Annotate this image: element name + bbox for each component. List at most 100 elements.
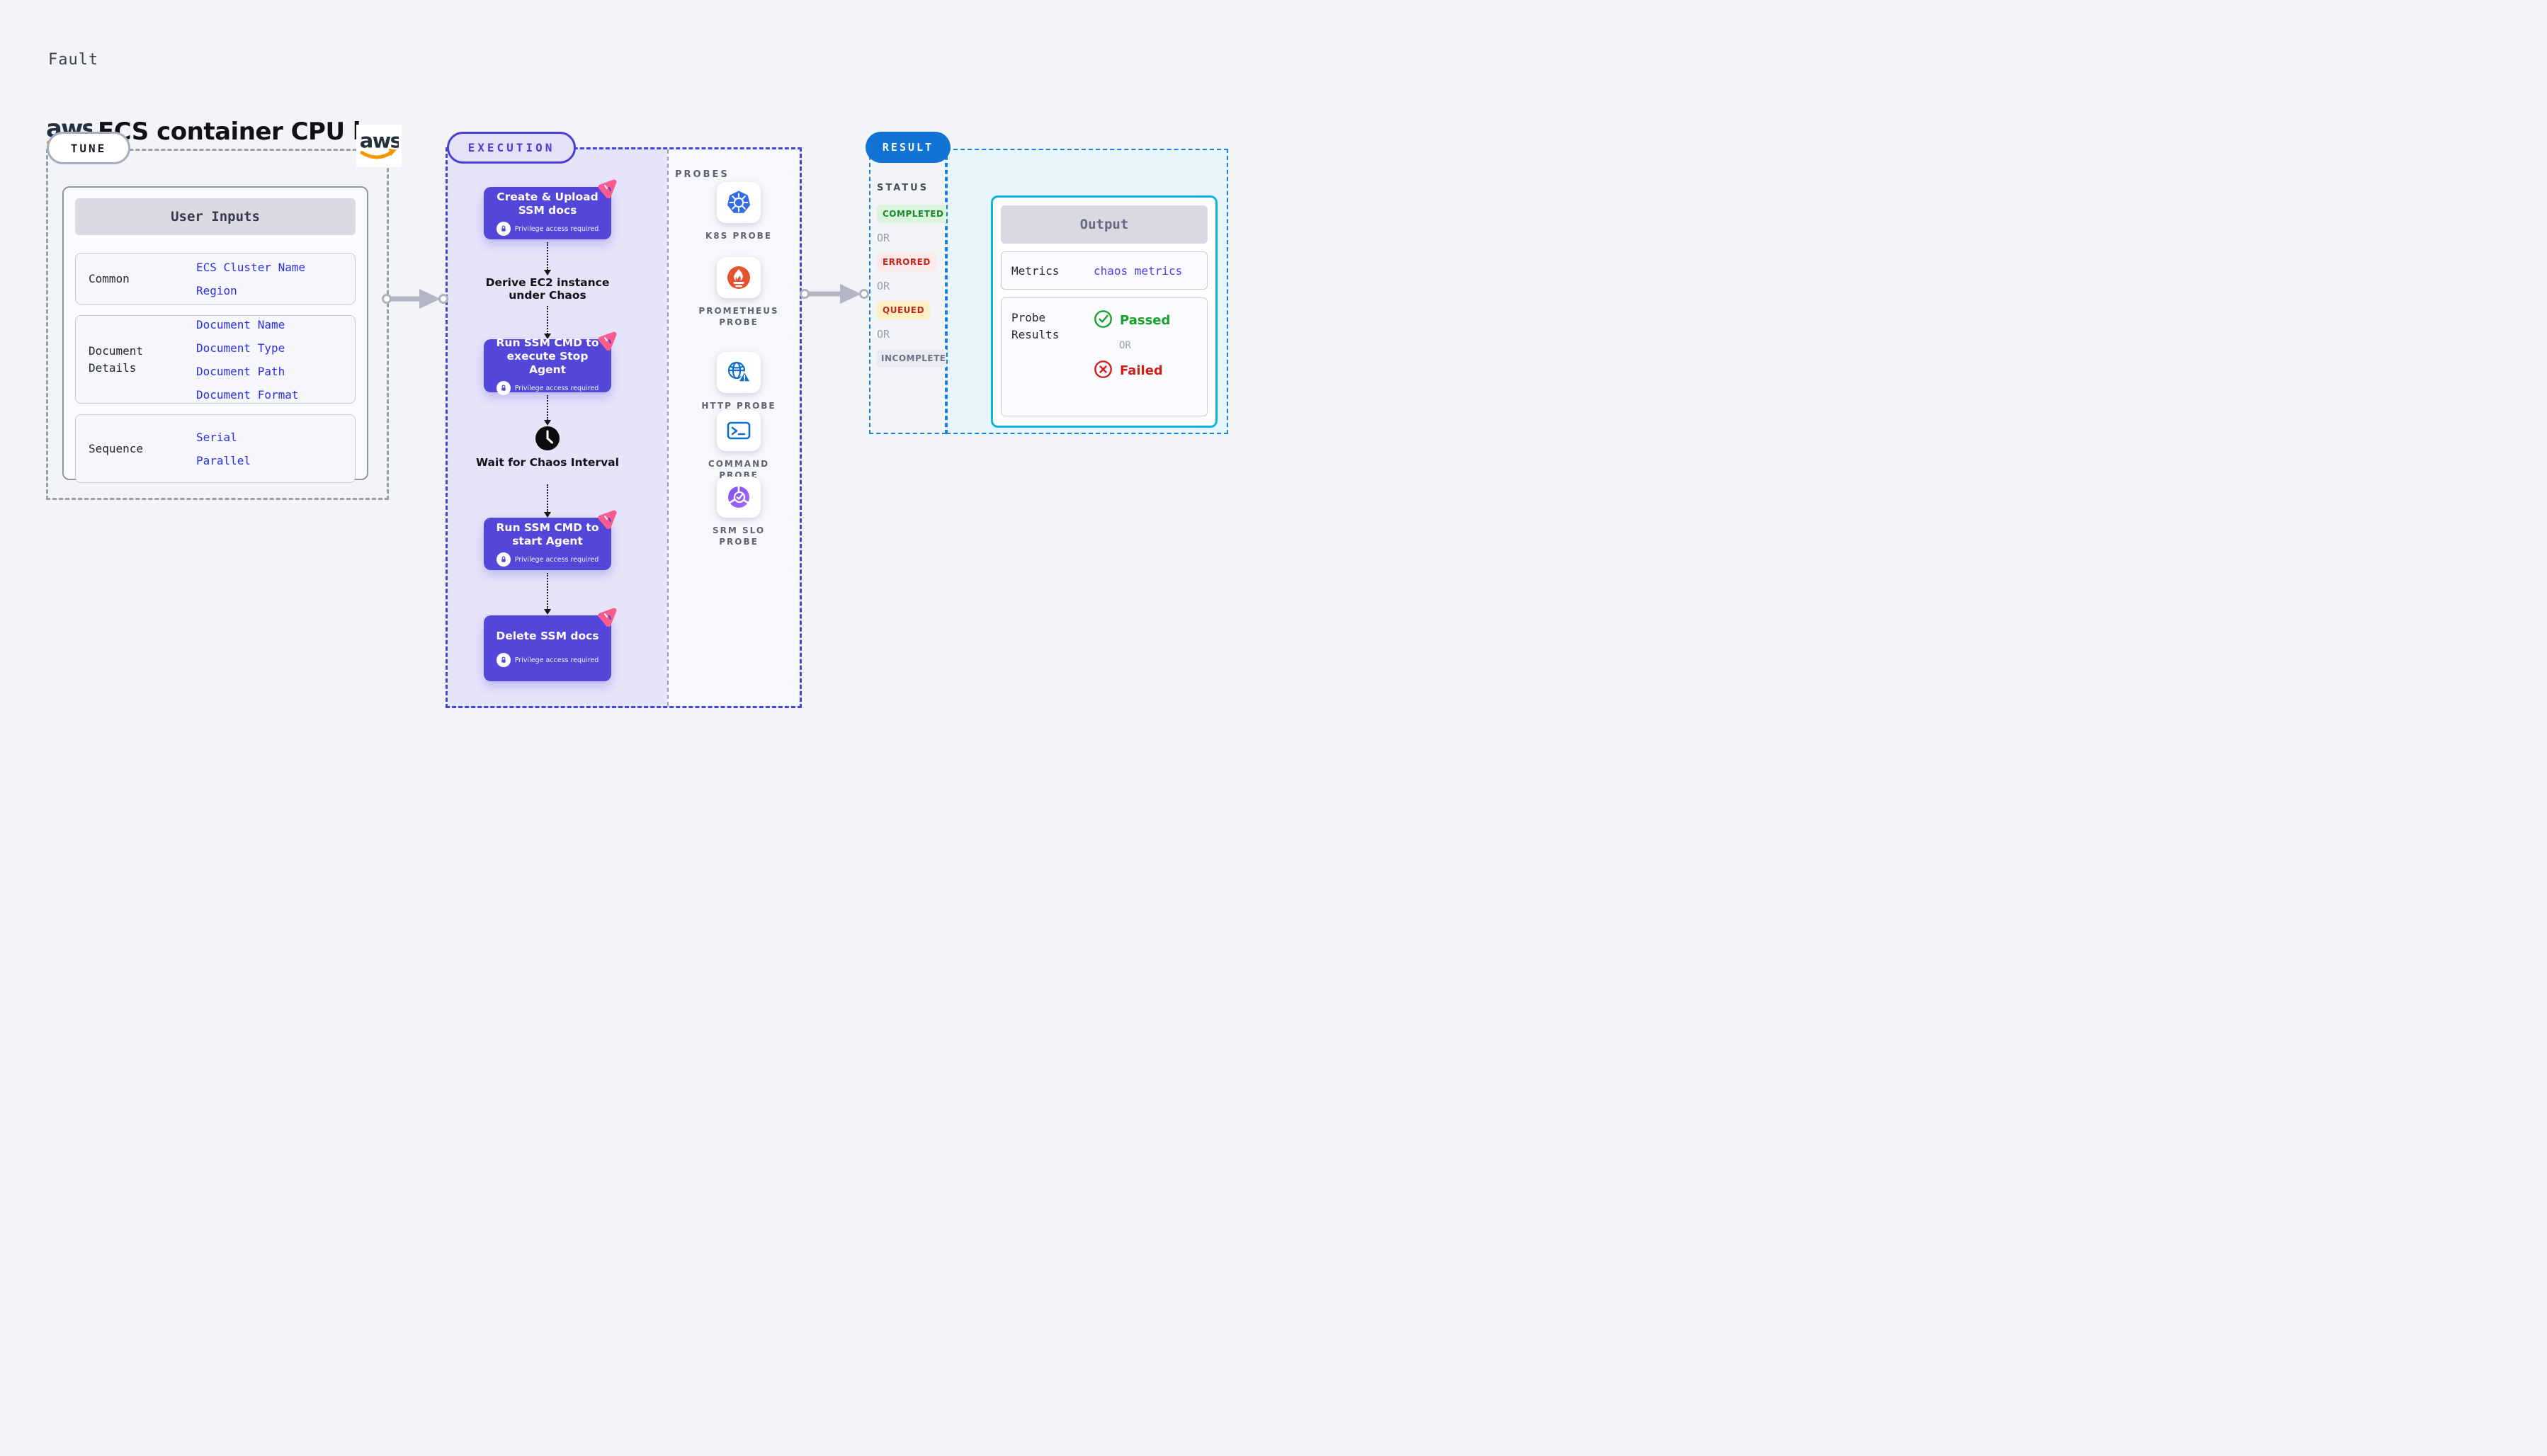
srm-slo-icon [717,477,761,518]
privilege-row: Privilege access required [496,381,599,395]
probe-label: SRM SLO PROBE [712,525,766,547]
output-card: Output Metrics chaos metrics Probe Resul… [991,195,1218,428]
probe-label: HTTP PROBE [701,401,776,411]
privilege-note: Privilege access required [514,656,599,664]
step-delete-ssm-docs: Delete SSM docs Privilege access require… [484,608,617,681]
result-badge: RESULT [866,132,951,163]
input-value: Region [196,283,237,297]
failed-label: Failed [1120,363,1163,378]
metrics-label: Metrics [1011,263,1060,278]
lock-icon [496,552,511,567]
or-separator: OR [1119,340,1131,351]
input-group-label: Common [89,271,130,285]
chaos-icon [598,608,617,627]
result-output-panel: Output Metrics chaos metrics Probe Resul… [946,149,1228,434]
execution-to-result-arrow [800,284,869,304]
probe-srm-slo: SRM SLO PROBE [696,477,781,547]
privilege-row: Privilege access required [496,653,599,667]
passed-label: Passed [1120,313,1171,328]
status-badge-completed: COMPLETED [877,205,950,223]
status-heading: STATUS [877,183,929,193]
status-badge-queued: QUEUED [877,301,931,319]
chaos-icon [598,331,617,351]
step-derive-ec2: Derive EC2 instance under Chaos [485,276,610,302]
metrics-value: chaos metrics [1094,263,1183,278]
step-title: Run SSM CMD to execute Stop Agent [496,336,599,376]
status-badge-errored: ERRORED [877,253,936,271]
http-globe-warning-icon [717,352,761,393]
prometheus-icon [717,257,761,298]
or-separator: OR [877,328,890,341]
probe-results-row: Probe Results Passed OR [1001,297,1208,416]
aws-logo: aws [356,125,402,167]
passed-line: Passed [1094,309,1170,331]
tune-to-execution-arrow [382,289,448,309]
x-circle-icon [1094,360,1113,382]
probe-command: COMMAND PROBE [696,410,781,481]
page-kicker: Fault [48,51,99,69]
input-value: Document Type [196,341,285,355]
fault-diagram: Fault aws ECS container CPU hog TUNE aws… [0,0,1274,728]
result-status-panel: STATUS COMPLETED OR ERRORED OR QUEUED OR… [869,149,958,434]
flow-arrow [543,242,551,275]
input-group-sequence: Sequence Serial Parallel [75,414,356,483]
step-run-ssm-start-agent: Run SSM CMD to start Agent Privilege acc… [484,510,617,570]
input-group-values: Document Name Document Type Document Pat… [196,313,355,406]
execution-badge: EXECUTION [447,132,576,164]
status-badge-incompleted: INCOMPLETED [877,349,958,368]
flow-arrow [543,573,551,615]
chaos-icon [598,510,617,530]
input-group-label: Document Details [89,343,144,375]
step-run-ssm-stop-agent: Run SSM CMD to execute Stop Agent Privil… [484,331,617,395]
page-title: ECS container CPU hog [98,118,403,146]
input-group-values: ECS Cluster Name Region [196,256,355,302]
tune-badge: TUNE [47,132,130,164]
svg-text:aws: aws [360,128,399,152]
flow-arrow [543,484,551,518]
execution-section: PROBES Create & Upload SSM docs Privi [446,147,802,708]
input-group-label: Sequence [89,441,144,455]
output-title: Output [1001,205,1208,244]
probe-results-label: Probe Results [1011,311,1060,341]
user-inputs-table: User Inputs Common ECS Cluster Name Regi… [62,186,368,483]
step-title: Delete SSM docs [496,630,599,642]
input-value: Document Name [196,317,285,331]
step-title: Create & Upload SSM docs [497,190,599,217]
kubernetes-icon [717,182,761,223]
metrics-row: Metrics chaos metrics [1001,251,1208,290]
input-group-values: Serial Parallel [196,426,355,472]
chaos-icon [598,179,617,199]
input-value: Serial [196,430,237,444]
privilege-row: Privilege access required [496,552,599,567]
or-separator: OR [877,232,890,244]
check-circle-icon [1094,309,1113,331]
probes-heading: PROBES [675,169,730,180]
probe-k8s: K8S PROBE [696,182,781,241]
input-value: ECS Cluster Name [196,260,306,274]
privilege-note: Privilege access required [514,555,599,564]
input-group-document-details: Document Details Document Name Document … [75,315,356,404]
input-value: Document Format [196,387,299,402]
probes-divider [667,149,669,706]
input-value: Document Path [196,364,285,378]
lock-icon [496,653,511,667]
probe-prometheus: PROMETHEUS PROBE [696,257,781,328]
probe-label: PROMETHEUS PROBE [698,306,779,327]
privilege-note: Privilege access required [514,384,599,392]
probe-http: HTTP PROBE [696,352,781,411]
privilege-note: Privilege access required [514,224,599,233]
user-inputs-title: User Inputs [75,198,356,235]
privilege-row: Privilege access required [496,222,599,236]
flow-arrow [543,306,551,339]
terminal-icon [717,410,761,451]
step-create-upload-ssm-docs: Create & Upload SSM docs Privilege acces… [484,179,617,239]
failed-line: Failed [1094,360,1170,382]
lock-icon [496,222,511,236]
flow-arrow [543,395,551,426]
probe-label: K8S PROBE [705,231,773,241]
lock-icon [496,381,511,395]
input-value: Parallel [196,453,251,467]
tune-section [46,149,389,500]
or-separator: OR [877,280,890,292]
input-group-common: Common ECS Cluster Name Region [75,253,356,305]
